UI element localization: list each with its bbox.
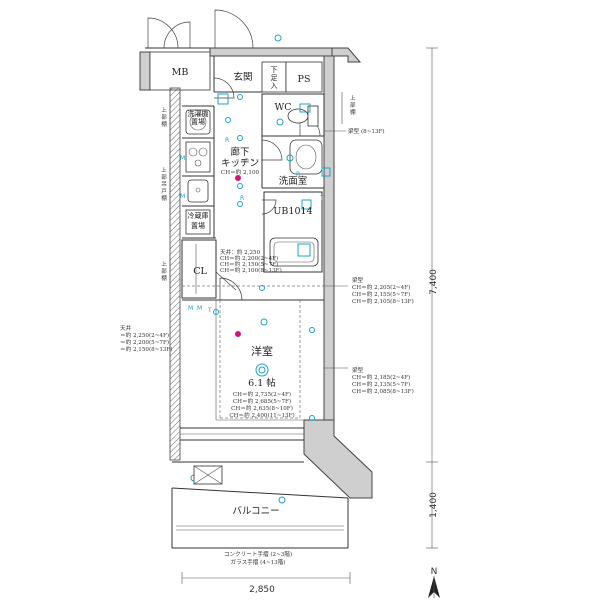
room-ch-4: CH＝約 2,400(11~13F) [229, 411, 294, 419]
svg-text:＝約 2,200(5~7F): ＝約 2,200(5~7F) [120, 338, 169, 346]
icon-letter-m3: M [180, 155, 185, 162]
corridor-label-1: 廊下 [230, 146, 249, 158]
svg-text:上: 上 [161, 166, 167, 174]
shoe-cabinet-label-2: 足 [271, 74, 278, 82]
compass-icon [428, 576, 440, 598]
fridge-label-2: 置場 [191, 221, 205, 230]
handrail-note-2: ガラス手摺 (4~13階) [231, 558, 286, 566]
washroom-label: 洗面室 [279, 175, 308, 187]
interior-walls [180, 56, 325, 441]
dim-height-balcony: 1,400 [429, 492, 439, 518]
svg-text:棚: 棚 [161, 120, 167, 128]
svg-text:CH＝約 2,085(8~13F): CH＝約 2,085(8~13F) [352, 387, 414, 395]
western-room-label: 洋室 [251, 344, 273, 358]
shoe-cabinet-label-3: 入 [271, 82, 278, 90]
closet-note-3: CH＝約 2,150(5~7F) [220, 260, 278, 268]
top-doors [145, 9, 262, 49]
fixtures [185, 105, 323, 294]
equipment-icons: R R R M M M M T T [180, 34, 331, 504]
svg-text:天井: 天井 [120, 324, 132, 332]
shoe-cabinet-label-1: 下 [271, 66, 278, 74]
right-notes: 上 部 棚 梁型 (8~13F) 梁型 CH＝約 2,205(2~4F) CH＝… [324, 92, 414, 395]
svg-text:上: 上 [161, 260, 167, 268]
svg-text:部: 部 [350, 101, 356, 109]
svg-text:CH＝約 2,155(5~7F): CH＝約 2,155(5~7F) [352, 290, 410, 298]
room-ch-1: CH＝約 2,735(2~4F) [233, 390, 291, 398]
icon-letter-r2: R [296, 171, 300, 178]
svg-text:部: 部 [161, 267, 167, 275]
icon-letter-t1: T [207, 307, 212, 314]
closet-label: CL [193, 266, 207, 277]
svg-text:部: 部 [161, 113, 167, 121]
corridor-ceiling-height: CH＝約 2,100 [221, 168, 260, 176]
left-notes: 上 部 棚 上 部 吊 戸 棚 上 部 棚 天井 ＝約 2,250(2~4F) … [120, 102, 173, 353]
svg-text:CH＝約 2,185(2~4F): CH＝約 2,185(2~4F) [352, 373, 410, 381]
svg-text:＝約 2,250(2~4F): ＝約 2,250(2~4F) [120, 331, 169, 339]
floor-area-icon [255, 363, 269, 377]
corridor-label-2: キッチン [221, 158, 259, 169]
dim-width: 2,850 [249, 585, 275, 595]
svg-text:戸: 戸 [161, 188, 167, 195]
svg-text:梁型: 梁型 [352, 366, 364, 374]
closet-note-1: 天井：約 2,250 [220, 248, 261, 256]
entrance-label: 玄関 [233, 71, 252, 83]
closet-note-4: CH＝約 2,100(8~13F) [220, 266, 282, 274]
mb-label: MB [172, 67, 189, 78]
icon-letter-m1: M [188, 305, 193, 312]
washer-label-1: 洗濯機 [188, 109, 209, 118]
svg-text:梁型: 梁型 [352, 276, 364, 284]
icon-letter-m4: M [180, 193, 185, 200]
ps-label: PS [298, 74, 311, 85]
svg-text:CH＝約 2,135(5~7F): CH＝約 2,135(5~7F) [352, 380, 410, 388]
ceiling-light-room [235, 331, 241, 337]
washer-label-2: 置場 [191, 117, 205, 126]
unit-bath-label: UB1014 [273, 206, 312, 217]
icon-letter-t2: T [319, 195, 324, 202]
svg-text:棚: 棚 [350, 108, 356, 116]
svg-text:上: 上 [161, 106, 167, 114]
svg-text:CH＝約 2,205(2~4F): CH＝約 2,205(2~4F) [352, 283, 410, 291]
svg-text:部: 部 [161, 173, 167, 181]
wc-label: WC [274, 102, 291, 113]
balcony-label: バルコニー [232, 506, 279, 517]
dimension-lines [181, 47, 438, 584]
svg-text:＝約 2,150(8~13F): ＝約 2,150(8~13F) [120, 345, 173, 353]
room-ch-2: CH＝約 2,685(5~7F) [233, 397, 291, 405]
svg-text:上: 上 [350, 94, 356, 102]
compass-label: N [431, 567, 438, 577]
handrail-note-1: コンクリート手摺 (2~3階) [224, 550, 292, 558]
icon-letter-r1: R [225, 137, 229, 144]
svg-text:棚: 棚 [161, 274, 167, 282]
icon-letter-m2: M [197, 305, 202, 312]
svg-text:棚: 棚 [161, 194, 167, 202]
room-size-label: 6.1 帖 [248, 377, 276, 389]
dim-height-main: 7,400 [429, 269, 439, 295]
icon-letter-r3: R [240, 195, 244, 202]
svg-text:梁型 (8~13F): 梁型 (8~13F) [348, 127, 385, 135]
svg-text:CH＝約 2,105(8~13F): CH＝約 2,105(8~13F) [352, 297, 414, 305]
fridge-label-1: 冷蔵庫 [188, 211, 209, 220]
closet-note-2: CH＝約 2,200(2~4F) [220, 254, 278, 262]
beam-lines [182, 159, 324, 419]
room-ch-3: CH＝約 2,635(8~10F) [231, 404, 293, 412]
svg-text:吊: 吊 [161, 181, 167, 188]
ceiling-light-corridor [235, 175, 241, 181]
mb-wall-left [139, 51, 151, 91]
